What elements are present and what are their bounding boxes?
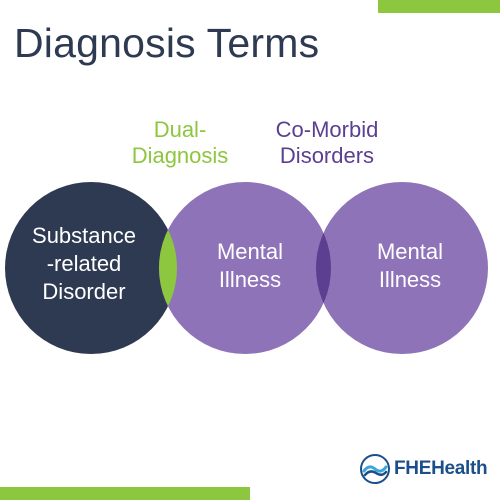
substance-circle bbox=[5, 182, 177, 354]
mental-illness-circle-1 bbox=[159, 182, 331, 354]
fhe-health-logo: FHEHealth bbox=[360, 452, 488, 486]
page-title: Diagnosis Terms bbox=[14, 20, 320, 66]
mental-illness-circle-2 bbox=[316, 182, 488, 354]
top-accent-bar bbox=[378, 0, 500, 13]
bottom-accent-bar bbox=[0, 487, 250, 500]
logo-text: FHEHealth bbox=[394, 458, 488, 479]
wave-logo-icon bbox=[360, 454, 390, 484]
dual-diagnosis-label: Dual-Diagnosis bbox=[131, 117, 229, 168]
